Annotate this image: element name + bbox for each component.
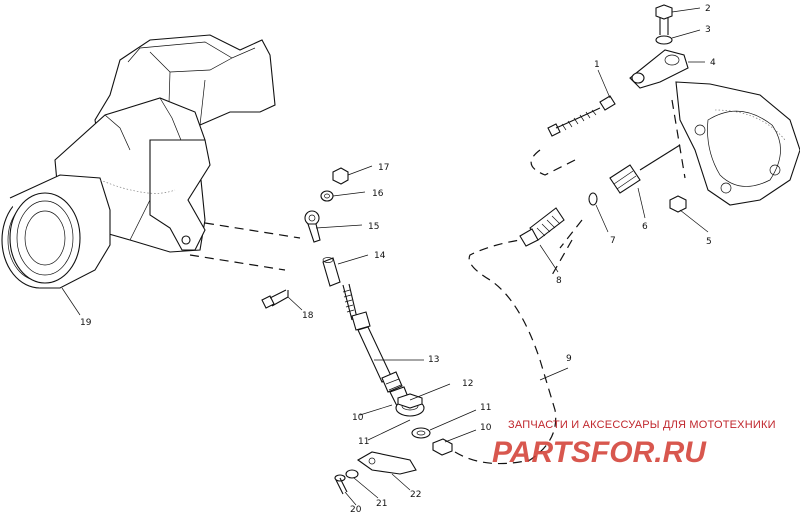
adjuster-part-8 — [519, 207, 565, 247]
callout-3: 3 — [705, 25, 711, 35]
clip-part-22 — [356, 451, 417, 475]
callout-2: 2 — [705, 4, 711, 14]
washer-part-16 — [320, 190, 334, 202]
washer-part-7 — [588, 192, 598, 206]
cable-end-assembly — [261, 167, 453, 495]
callout-4: 4 — [710, 58, 716, 68]
bolt-part-2 — [655, 4, 673, 35]
spring-washer-part-21 — [345, 469, 359, 479]
callout-9: 9 — [566, 354, 572, 364]
cable-part-9 — [454, 149, 576, 465]
cable-end-shaft-part-13 — [342, 283, 411, 407]
callout-19: 19 — [80, 318, 92, 328]
drive-housing-part-19 — [1, 34, 276, 289]
callout-13: 13 — [428, 355, 439, 365]
callout-15: 15 — [368, 222, 379, 232]
callout-18: 18 — [302, 311, 314, 321]
callout-labels: 1 2 3 4 5 6 7 8 9 17 16 15 14 18 13 12 1… — [80, 4, 716, 514]
nut-part-10 — [432, 438, 453, 456]
callout-14: 14 — [374, 251, 386, 261]
washer-part-3 — [655, 35, 673, 45]
callout-7: 7 — [610, 236, 616, 246]
jam-nut-part-12 — [395, 393, 425, 417]
rod-end-part-15 — [304, 210, 321, 243]
callout-10-right: 10 — [480, 423, 492, 433]
callout-5: 5 — [706, 237, 712, 247]
cable-routing-assembly — [454, 4, 800, 465]
callout-11-right: 11 — [480, 403, 491, 413]
callout-8: 8 — [556, 276, 562, 286]
callout-10-left: 10 — [352, 413, 364, 423]
nut-part-5 — [669, 195, 687, 213]
cable-adjuster-part-6 — [609, 144, 681, 194]
leader-lines — [287, 7, 709, 506]
callout-11-left: 11 — [358, 437, 369, 447]
guide-line-housing-to-rod-end — [204, 222, 301, 239]
callout-17: 17 — [378, 163, 389, 173]
bolt-part-18 — [261, 289, 289, 309]
nut-part-17 — [332, 167, 349, 185]
watermark: ЗАПЧАСТИ И АКСЕССУАРЫ ДЛЯ МОТОТЕХНИКИ PA… — [492, 419, 776, 469]
callout-21: 21 — [376, 499, 387, 509]
callout-20: 20 — [350, 505, 362, 514]
watermark-brand: PARTSFOR.RU — [492, 436, 707, 469]
screw-part-20 — [334, 474, 348, 495]
callout-22: 22 — [410, 490, 421, 500]
guide-line-housing-to-bolt — [189, 254, 286, 271]
bracket-housing-right — [675, 81, 800, 206]
callout-1: 1 — [594, 60, 600, 70]
sleeve-part-14 — [322, 257, 341, 287]
watermark-tagline: ЗАПЧАСТИ И АКСЕССУАРЫ ДЛЯ МОТОТЕХНИКИ — [508, 419, 776, 431]
washer-part-11 — [411, 427, 431, 439]
callout-12: 12 — [462, 379, 473, 389]
cable-end-part-1 — [547, 95, 616, 137]
callout-6: 6 — [642, 222, 648, 232]
callout-16: 16 — [372, 189, 384, 199]
